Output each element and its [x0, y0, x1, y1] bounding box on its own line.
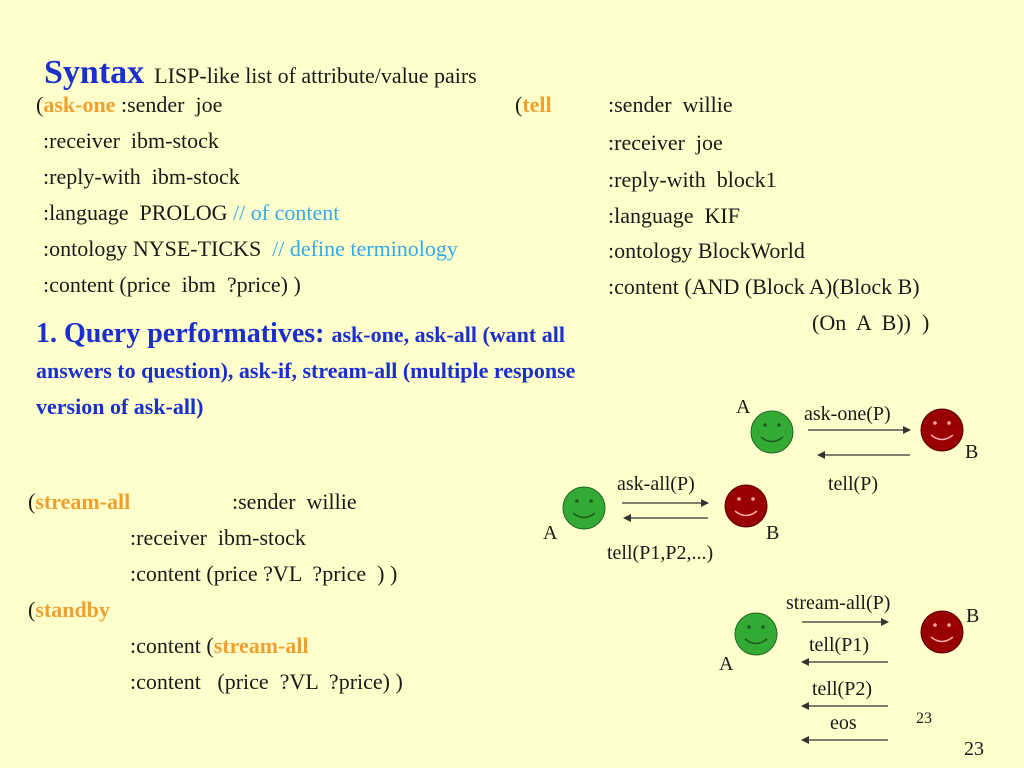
stream-all-open: (stream-all — [28, 491, 130, 513]
tell-reply-with: :reply-with block1 — [608, 167, 777, 192]
ask-one-reply-with: :reply-with ibm-stock — [43, 164, 240, 189]
stream-all-keyword: stream-all — [35, 489, 131, 514]
tell-ontology: :ontology BlockWorld — [608, 238, 805, 263]
diagram1-agent-a-label: A — [736, 396, 751, 418]
title-subtitle: LISP-like list of attribute/value pairs — [154, 63, 477, 88]
diagram2-agent-b-label: B — [766, 522, 780, 544]
tell-language: :language KIF — [608, 203, 740, 228]
inner-page-number: 23 — [916, 710, 932, 727]
tell-receiver: :receiver joe — [608, 130, 723, 155]
tell-content: :content (AND (Block A)(Block B) — [608, 274, 920, 299]
agent-a-face-1 — [750, 410, 794, 454]
ask-one-keyword: ask-one — [43, 92, 116, 117]
diagram3-msg-tell-p1: tell(P1) — [809, 634, 869, 656]
ask-one-sender: :sender joe — [115, 92, 223, 117]
ontology-text: :ontology NYSE-TICKS — [43, 236, 273, 261]
title-heading: Syntax — [44, 54, 145, 91]
standby-inner-content: :content (price ?VL ?price) ) — [130, 669, 403, 694]
diagram2-agent-a-label: A — [543, 522, 558, 544]
diagram1-msg-tell: tell(P) — [828, 473, 878, 495]
slide-title: Syntax LISP-like list of attribute/value … — [36, 36, 477, 92]
diagram2-msg-tell-many: tell(P1,P2,...) — [607, 542, 714, 564]
query-performatives: 1. Query performatives: ask-one, ask-all… — [36, 316, 596, 425]
ask-one-content: :content (price ibm ?price) ) — [43, 272, 301, 297]
agent-b-face-3 — [920, 610, 964, 654]
paren: ( — [36, 92, 44, 117]
agent-a-face-2 — [562, 486, 606, 530]
ask-one-line1: (ask-one :sender joe — [36, 94, 222, 116]
stream-all-receiver: :receiver ibm-stock — [130, 525, 306, 550]
diagram1-agent-b-label: B — [965, 441, 979, 463]
diagram3-msg-tell-p2: tell(P2) — [812, 678, 872, 700]
standby-content-text: :content ( — [130, 633, 214, 658]
diagram2-msg-ask-all: ask-all(P) — [617, 473, 695, 495]
language-text: :language PROLOG — [43, 200, 234, 225]
language-comment: // of content — [233, 200, 340, 225]
stream-all-sender: :sender willie — [232, 489, 357, 514]
paren: ( — [28, 597, 36, 622]
diagram3-agent-b-label: B — [966, 605, 980, 627]
ask-one-language: :language PROLOG // of content — [43, 202, 339, 224]
page-number: 23 — [964, 738, 984, 760]
ask-one-receiver: :receiver ibm-stock — [43, 128, 219, 153]
agent-b-face-2 — [724, 484, 768, 528]
query-text: ask-one, ask-all (want all answers to qu… — [36, 322, 576, 419]
diagram3-agent-a-label: A — [719, 653, 734, 675]
paren: ( — [28, 489, 36, 514]
stream-all-content: :content (price ?VL ?price ) ) — [130, 561, 398, 586]
diagram1-msg-ask-one: ask-one(P) — [804, 403, 891, 425]
tell-open: (tell — [515, 94, 552, 116]
diagram3-msg-eos: eos — [830, 712, 857, 734]
ask-one-ontology: :ontology NYSE-TICKS // define terminolo… — [43, 238, 458, 260]
paren: ( — [515, 92, 523, 117]
standby-stream-all-keyword: stream-all — [213, 633, 309, 658]
agent-a-face-3 — [734, 612, 778, 656]
standby-content: :content (stream-all — [130, 635, 309, 657]
tell-content-cont: (On A B)) ) — [812, 310, 930, 335]
ontology-comment: // define terminology — [272, 236, 458, 261]
agent-b-face-1 — [920, 408, 964, 452]
diagram3-msg-stream-all: stream-all(P) — [786, 592, 891, 614]
tell-sender: :sender willie — [608, 92, 733, 117]
standby-keyword: standby — [35, 597, 110, 622]
standby-open: (standby — [28, 599, 110, 621]
tell-keyword: tell — [522, 92, 552, 117]
query-heading: 1. Query performatives: — [36, 318, 332, 349]
